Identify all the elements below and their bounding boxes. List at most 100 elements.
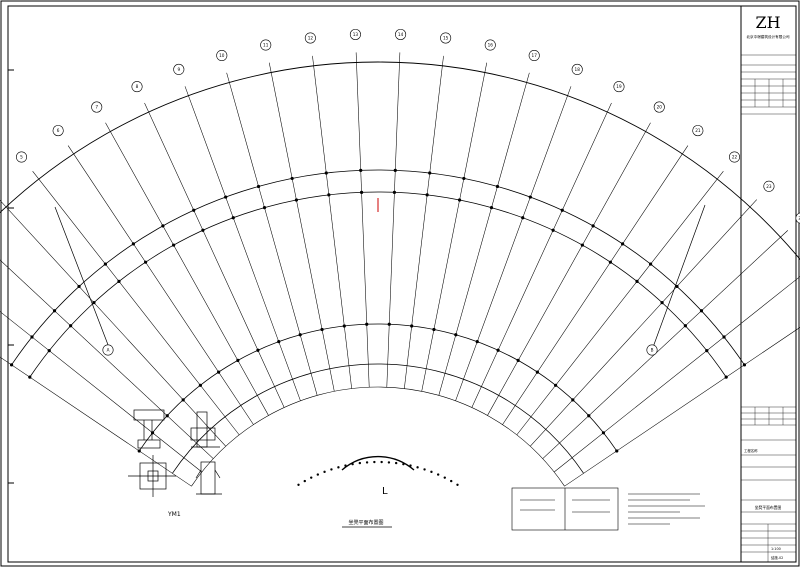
grid-node [324, 171, 328, 175]
seat-post [365, 461, 369, 464]
axis-label-right: B [651, 348, 654, 353]
grid-node [705, 349, 709, 353]
seat-post [380, 460, 383, 464]
grid-node [181, 398, 185, 402]
axis-label: 16 [488, 43, 494, 48]
grid-node [683, 324, 687, 328]
plan-title-group: 坐凳平面布置图 [342, 519, 392, 528]
axis-label: 21 [695, 128, 701, 133]
grid-node [475, 340, 479, 344]
axis-bubble [260, 39, 272, 51]
axis-label: 14 [398, 32, 404, 37]
axis-bubble [763, 180, 775, 192]
axis-label: 20 [657, 105, 663, 110]
seat-post [297, 483, 300, 486]
axis-bubble [131, 81, 143, 93]
axis-label: 23 [766, 184, 772, 189]
grid-node [560, 208, 564, 212]
grid-node [137, 449, 141, 453]
grid-node [150, 431, 155, 435]
arc-1 [172, 363, 584, 474]
radial-gridline [471, 102, 612, 408]
axis-bubble [528, 50, 540, 62]
axis-label: 15 [443, 35, 449, 40]
grid-node [262, 206, 267, 210]
grid-node [256, 184, 261, 189]
grid-node [660, 301, 664, 305]
radial-gridline [312, 55, 352, 389]
axis-bubble [173, 63, 185, 75]
seat-post [423, 468, 426, 471]
grid-node [9, 363, 14, 367]
grid-node [516, 358, 520, 363]
company-name: 北京中璟建筑设计有限公司 [746, 34, 790, 39]
title-block: ZH 北京中璟建筑设计有限公司 [741, 13, 796, 562]
grid-node [298, 333, 302, 337]
grid-node [601, 431, 606, 435]
axis-bubble-right [646, 344, 658, 356]
axis-bubble [613, 81, 625, 93]
arc-3 [29, 191, 727, 378]
grid-node [172, 243, 176, 247]
grid-node [217, 370, 221, 374]
plan-title: 坐凳平面布置图 [348, 519, 383, 526]
grid-node [201, 228, 205, 232]
axis-label: 18 [575, 67, 581, 72]
grid-node [387, 322, 391, 326]
radial-gridline [502, 145, 689, 425]
radial-gridline [226, 72, 318, 396]
grid-node [489, 206, 494, 210]
grid-node [393, 168, 397, 172]
fan-plan: 1234567891011121314151617181920212223242… [0, 28, 800, 487]
seat-post [443, 476, 446, 479]
grid-node [722, 335, 726, 339]
grid-node [30, 335, 34, 339]
seat-post [323, 470, 326, 474]
inner-frame [7, 5, 797, 563]
grid-node [587, 414, 591, 418]
seat-post [430, 470, 433, 474]
grid-node [256, 348, 260, 352]
seat-post [330, 468, 333, 471]
radial-gridline [404, 55, 444, 389]
grid-node [143, 260, 148, 264]
radial-gridline [487, 122, 651, 416]
grid-node [724, 375, 728, 379]
grid-node [290, 176, 294, 181]
axis-label: 6 [57, 128, 60, 133]
grid-node [77, 284, 81, 289]
project-label: 工程名称 [744, 448, 758, 453]
axis-bubble [216, 50, 228, 62]
axis-label: 13 [353, 32, 359, 37]
radial-gridline [0, 311, 203, 473]
axis-bubble [653, 101, 665, 113]
seat-post [394, 461, 398, 465]
notes-block [511, 487, 705, 531]
seat-post [310, 476, 313, 479]
radial-gridline [0, 356, 192, 487]
grid-node [551, 228, 555, 232]
grid-node [92, 301, 96, 305]
grid-node [131, 242, 136, 246]
grid-node [496, 348, 500, 352]
axis-label: 22 [732, 155, 738, 160]
seat-post [436, 473, 440, 476]
margin-ticks [8, 69, 14, 484]
arc-5 [0, 61, 800, 261]
radial-gridline [268, 62, 335, 392]
grid-node [192, 208, 196, 212]
axis-label: 10 [219, 53, 225, 58]
detail-sketches [128, 409, 222, 497]
grid-node [277, 340, 281, 344]
axis-bubble [304, 32, 316, 44]
grid-node [52, 309, 57, 313]
radial-gridline [355, 52, 370, 388]
axis-bubble [349, 28, 361, 40]
side-dim-line-left [54, 206, 111, 351]
seat-post [450, 479, 453, 483]
radial-gridline [455, 86, 572, 401]
grid-node [528, 195, 532, 199]
axis-bubble [571, 63, 583, 75]
